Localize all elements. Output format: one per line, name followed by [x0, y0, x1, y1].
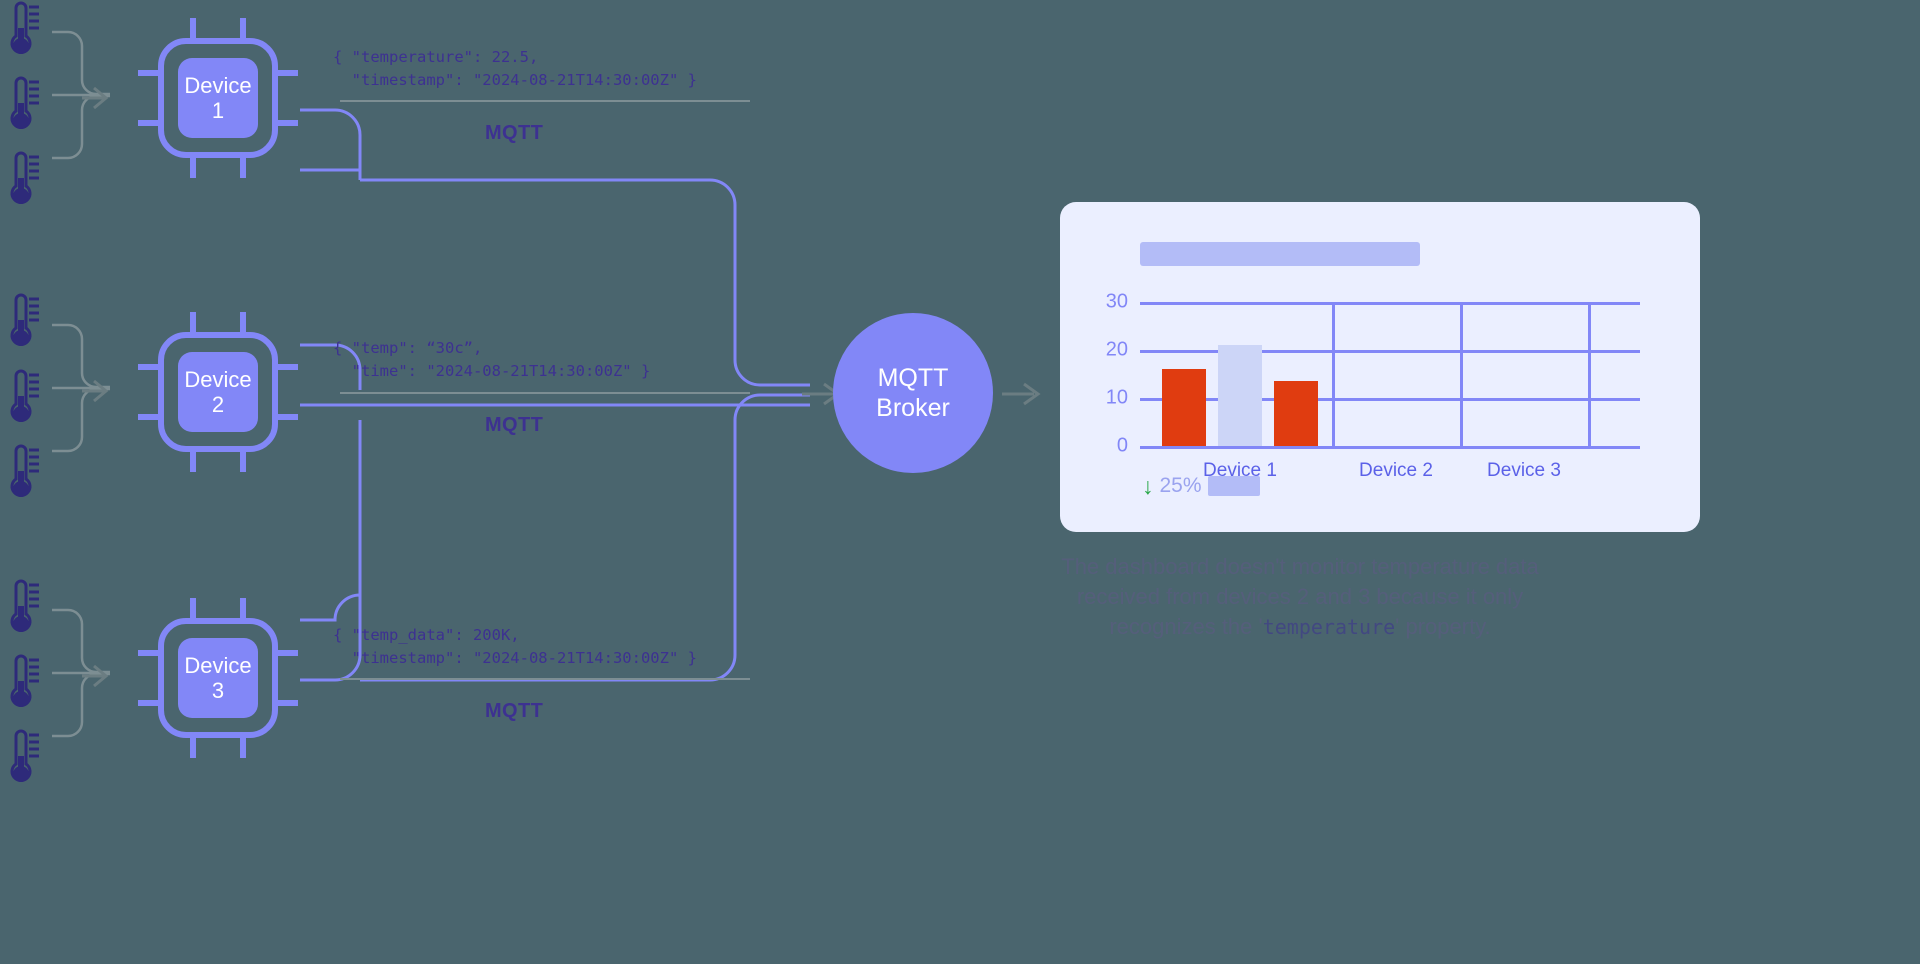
device-chip-core: Device 1 — [178, 58, 258, 138]
x-label-device-2: Device 2 — [1359, 460, 1433, 481]
arrow-icon — [82, 86, 109, 110]
message-separator — [340, 678, 750, 680]
arrow-down-icon: ↓ — [1142, 472, 1154, 499]
chip-pin — [274, 120, 298, 126]
thermometer-icon — [2, 75, 42, 137]
protocol-label-device-1: MQTT — [485, 122, 544, 144]
broker-label-line2: Broker — [876, 394, 950, 422]
chip-pin — [240, 598, 246, 622]
thermometer-icon — [2, 0, 42, 62]
message-separator — [340, 100, 750, 102]
chip-pin — [240, 312, 246, 336]
thermometer-icon — [2, 578, 42, 640]
bar-chart: 30 20 10 0 Device 1 Device 2 Device 3 — [1106, 291, 1640, 532]
chip-pin — [240, 734, 246, 758]
axis-baseline — [1140, 446, 1640, 449]
payload-json-device-2: { "temp": “30c”, "time": "2024-08-21T14:… — [333, 337, 650, 383]
payload-line-1: { "temperature": 22.5, — [333, 48, 539, 66]
device-chip-core: Device 3 — [178, 638, 258, 718]
chip-pin — [274, 700, 298, 706]
protocol-label-device-3: MQTT — [485, 700, 544, 722]
chip-pin — [138, 650, 162, 656]
device-label-line1: Device — [184, 367, 252, 392]
caption-code: temperature — [1262, 615, 1396, 639]
chip-pin — [138, 364, 162, 370]
chip-pin — [190, 154, 196, 178]
device-label-line2: 1 — [211, 98, 225, 123]
dashboard-title-placeholder — [1140, 242, 1420, 266]
payload-json-device-3: { "temp_data": 200K, "timestamp": "2024-… — [333, 624, 697, 670]
y-tick-0: 0 — [1116, 434, 1128, 457]
payload-line-1: { "temp": “30c”, — [333, 339, 483, 357]
device-chip-core: Device 2 — [178, 352, 258, 432]
broker-label-line1: MQTT — [877, 364, 949, 392]
chip-pin — [138, 120, 162, 126]
thermometer-icon — [2, 443, 42, 505]
thermometer-icon — [2, 368, 42, 430]
message-separator — [340, 392, 750, 394]
chip-pin — [274, 414, 298, 420]
chip-pin — [240, 154, 246, 178]
payload-line-2: "time": "2024-08-21T14:30:00Z" } — [333, 362, 651, 380]
device-chip-3[interactable]: Device 3 — [138, 598, 298, 758]
chip-pin — [190, 312, 196, 336]
bar-device-1-b — [1218, 345, 1262, 446]
gridline-10 — [1140, 398, 1640, 401]
bar-device-1-c — [1274, 381, 1318, 446]
arrow-icon — [82, 664, 109, 688]
dashboard-card[interactable]: 30 20 10 0 Device 1 Device 2 Device 3 ↓ … — [1060, 202, 1700, 532]
device-chip-2[interactable]: Device 2 — [138, 312, 298, 472]
chip-outline — [158, 618, 278, 738]
delta-value: 25% — [1159, 474, 1202, 497]
gridline-30 — [1140, 302, 1640, 305]
protocol-label-device-2: MQTT — [485, 414, 544, 436]
thermometer-icon — [2, 653, 42, 715]
category-divider — [1588, 302, 1591, 447]
delta-placeholder-bar — [1207, 476, 1260, 496]
chip-outline — [158, 332, 278, 452]
x-label-device-3: Device 3 — [1487, 460, 1561, 481]
mqtt-broker-node[interactable]: MQTT Broker — [833, 313, 993, 473]
chip-outline — [158, 38, 278, 158]
category-divider — [1460, 302, 1463, 447]
device-label-line2: 3 — [211, 678, 225, 703]
chip-pin — [138, 700, 162, 706]
chip-pin — [274, 364, 298, 370]
device-label-line1: Device — [184, 653, 252, 678]
gridline-20 — [1140, 350, 1640, 353]
caption-part-2: ' property. — [1395, 614, 1491, 639]
chip-pin — [190, 18, 196, 42]
y-tick-10: 10 — [1105, 386, 1128, 409]
payload-json-device-1: { "temperature": 22.5, "timestamp": "202… — [333, 46, 697, 92]
x-label-device-1: Device 1 — [1203, 460, 1277, 481]
chip-pin — [190, 734, 196, 758]
chip-pin — [274, 70, 298, 76]
payload-line-2: "timestamp": "2024-08-21T14:30:00Z" } — [333, 649, 697, 667]
thermometer-icon — [2, 728, 42, 790]
delta-indicator: ↓ 25% — [1142, 474, 1260, 498]
chip-pin — [240, 448, 246, 472]
chip-pin — [190, 448, 196, 472]
dashboard-caption: The dashboard doesn't monitor temperatur… — [1040, 552, 1560, 642]
category-divider — [1332, 302, 1335, 447]
chip-pin — [190, 598, 196, 622]
caption-part-1: The dashboard doesn't monitor temperatur… — [1061, 554, 1539, 639]
bar-device-1-a — [1162, 369, 1206, 446]
arrow-icon — [82, 379, 109, 403]
chip-pin — [274, 650, 298, 656]
y-tick-20: 20 — [1105, 338, 1128, 361]
device-label-line2: 2 — [211, 392, 225, 417]
arrow-icon — [1002, 382, 1041, 406]
thermometer-icon — [2, 150, 42, 212]
chip-pin — [240, 18, 246, 42]
payload-line-1: { "temp_data": 200K, — [333, 626, 520, 644]
device-label-line1: Device — [184, 73, 252, 98]
y-tick-30: 30 — [1105, 290, 1128, 313]
chip-pin — [138, 414, 162, 420]
chip-pin — [138, 70, 162, 76]
thermometer-icon — [2, 292, 42, 354]
device-chip-1[interactable]: Device 1 — [138, 18, 298, 178]
payload-line-2: "timestamp": "2024-08-21T14:30:00Z" } — [333, 71, 697, 89]
